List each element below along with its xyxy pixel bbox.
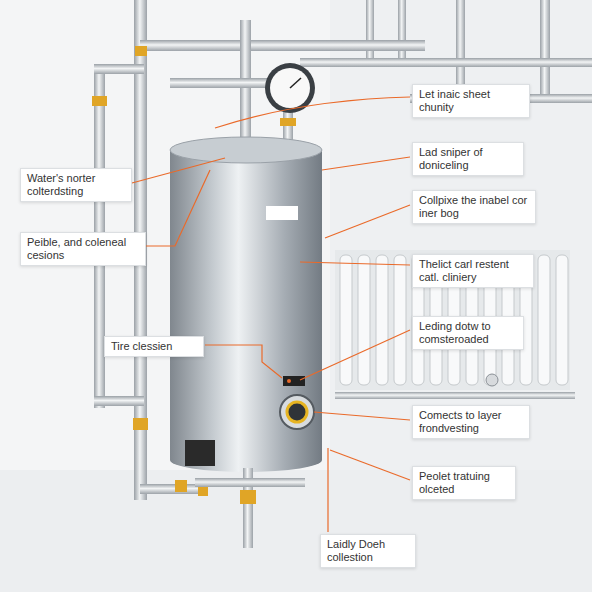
pipe: [366, 0, 374, 62]
badge-light: [287, 379, 291, 383]
callout-label: Peible, and coleneal cesions: [20, 232, 146, 266]
thermostat-knob: [287, 402, 307, 422]
pipe: [94, 396, 144, 406]
tank-badge: [283, 376, 305, 386]
control-box: [185, 440, 215, 466]
pipe: [398, 0, 406, 62]
leader-line: [325, 205, 410, 238]
callout-label: Peolet tratuing olceted: [412, 466, 516, 500]
pipe: [540, 0, 550, 100]
leader-line: [322, 157, 410, 170]
callout-label: Comects to layer frondvesting: [412, 405, 530, 439]
callout-label: Tire clessien: [104, 336, 204, 357]
water-heater-tank: [170, 137, 322, 472]
valve-fitting: [280, 118, 296, 126]
valve-fitting: [240, 490, 256, 504]
pipe: [140, 484, 200, 494]
pipe: [300, 58, 592, 67]
leader-line: [300, 262, 410, 265]
callout-label: Lad sniper of doniceling: [412, 142, 524, 176]
radiator-fin: [358, 255, 370, 385]
pipe: [140, 40, 425, 51]
leader-line: [205, 345, 282, 378]
leader-line: [327, 448, 328, 532]
pipe: [195, 478, 305, 487]
radiator-fin: [538, 255, 550, 385]
valve-fitting: [92, 96, 107, 106]
leader-line: [300, 330, 410, 380]
thermostat-dial: [280, 395, 314, 429]
leader-line: [215, 97, 410, 128]
callout-label: Leding dotw to comsteroaded: [412, 316, 524, 350]
bottom-pipes: [175, 468, 305, 548]
gauge-needle: [290, 78, 301, 88]
callout-label: Let inaic sheet chunity: [412, 84, 530, 118]
leader-line: [314, 412, 410, 420]
radiator-fin: [340, 255, 352, 385]
leader-line: [132, 158, 225, 183]
pipe: [335, 392, 575, 399]
valve-fitting: [133, 418, 148, 430]
callout-label: Thelict carl restent catl. cliniery: [412, 254, 534, 288]
callout-label: Laidly Doeh collestion: [320, 534, 416, 568]
tank-top: [170, 137, 322, 163]
callout-label: Water's norter colterdsting: [20, 168, 132, 202]
pipe: [170, 78, 270, 88]
radiator: [335, 250, 575, 399]
radiator-body: [335, 250, 570, 390]
valve-fitting: [175, 480, 187, 492]
gauge-face: [270, 68, 310, 108]
back-wall: [330, 0, 592, 470]
pressure-gauge: [265, 63, 315, 144]
radiator-valve: [486, 374, 498, 386]
radiator-fin: [394, 255, 406, 385]
tank-body: [170, 150, 322, 460]
leader-lines: [132, 97, 410, 532]
leader-line: [145, 170, 210, 246]
pipe: [94, 64, 144, 74]
valve-fitting: [135, 46, 147, 56]
leader-line: [330, 450, 410, 480]
tank-plate: [266, 206, 298, 220]
callout-label: Collpixe the inabel cor iner bog: [412, 190, 536, 224]
radiator-fin: [556, 255, 568, 385]
radiator-fin: [376, 255, 388, 385]
